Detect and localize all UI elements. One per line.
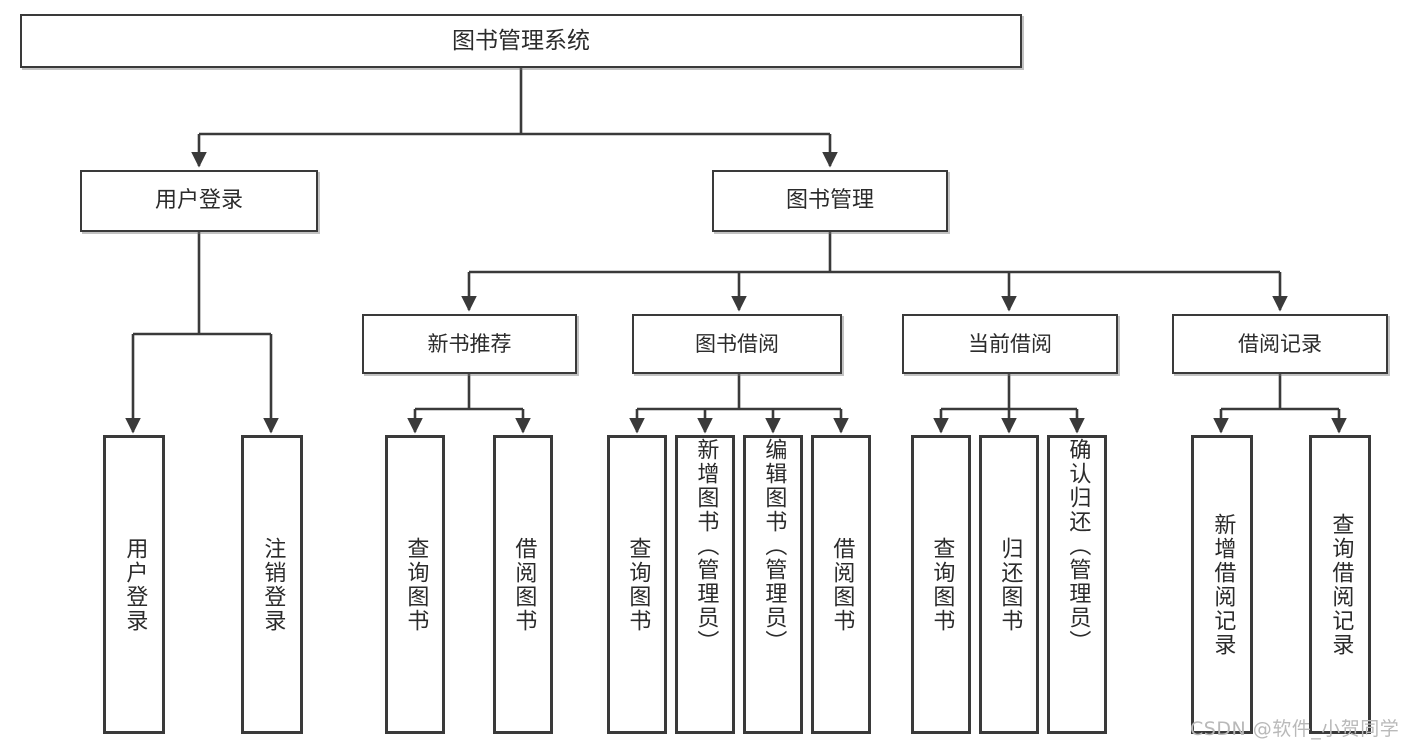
leaf-book-borrow-4[interactable]: 借阅图书 xyxy=(811,435,871,734)
node-user-login-label: 用户登录 xyxy=(154,188,243,214)
node-root[interactable]: 图书管理系统 xyxy=(20,14,1022,68)
leaf-book-borrow-2-label: 新增图书（管理员） xyxy=(693,438,719,654)
node-current-borrow-label: 当前借阅 xyxy=(968,331,1052,356)
leaf-user-login-2-label: 注销登录 xyxy=(260,536,286,633)
leaf-borrow-record-2-label: 查询借阅记录 xyxy=(1328,512,1354,657)
node-new-book-recommend-label: 新书推荐 xyxy=(427,331,512,356)
leaf-book-borrow-1-label: 查询图书 xyxy=(625,536,651,633)
node-new-book-recommend[interactable]: 新书推荐 xyxy=(362,314,577,374)
leaf-user-login-2[interactable]: 注销登录 xyxy=(241,435,303,734)
leaf-current-borrow-3-label: 确认归还（管理员） xyxy=(1065,438,1091,654)
leaf-user-login-1[interactable]: 用户登录 xyxy=(103,435,165,734)
leaf-current-borrow-1-label: 查询图书 xyxy=(929,536,955,633)
node-book-manage-label: 图书管理 xyxy=(785,188,874,214)
leaf-book-borrow-2[interactable]: 新增图书（管理员） xyxy=(675,435,735,734)
leaf-recommend-2[interactable]: 借阅图书 xyxy=(493,435,553,734)
leaf-borrow-record-1[interactable]: 新增借阅记录 xyxy=(1191,435,1253,734)
leaf-borrow-record-1-label: 新增借阅记录 xyxy=(1210,512,1236,657)
leaf-borrow-record-2[interactable]: 查询借阅记录 xyxy=(1309,435,1371,734)
node-book-borrow-label: 图书借阅 xyxy=(695,331,779,356)
node-borrow-record-label: 借阅记录 xyxy=(1238,331,1322,356)
node-book-manage[interactable]: 图书管理 xyxy=(712,170,948,232)
leaf-book-borrow-3[interactable]: 编辑图书（管理员） xyxy=(743,435,803,734)
leaf-book-borrow-1[interactable]: 查询图书 xyxy=(607,435,667,734)
leaf-recommend-1[interactable]: 查询图书 xyxy=(385,435,445,734)
node-borrow-record[interactable]: 借阅记录 xyxy=(1172,314,1388,374)
leaf-current-borrow-2[interactable]: 归还图书 xyxy=(979,435,1039,734)
leaf-book-borrow-3-label: 编辑图书（管理员） xyxy=(761,438,787,654)
node-user-login[interactable]: 用户登录 xyxy=(80,170,318,232)
leaf-book-borrow-4-label: 借阅图书 xyxy=(829,536,855,633)
node-root-label: 图书管理系统 xyxy=(452,27,590,54)
leaf-recommend-1-label: 查询图书 xyxy=(403,536,429,633)
leaf-current-borrow-2-label: 归还图书 xyxy=(997,536,1023,633)
watermark: CSDN @软件_小贺同学 xyxy=(1190,718,1400,740)
leaf-recommend-2-label: 借阅图书 xyxy=(511,536,537,633)
leaf-user-login-1-label: 用户登录 xyxy=(122,536,148,633)
leaf-current-borrow-3[interactable]: 确认归还（管理员） xyxy=(1047,435,1107,734)
node-current-borrow[interactable]: 当前借阅 xyxy=(902,314,1118,374)
node-book-borrow[interactable]: 图书借阅 xyxy=(632,314,842,374)
leaf-current-borrow-1[interactable]: 查询图书 xyxy=(911,435,971,734)
